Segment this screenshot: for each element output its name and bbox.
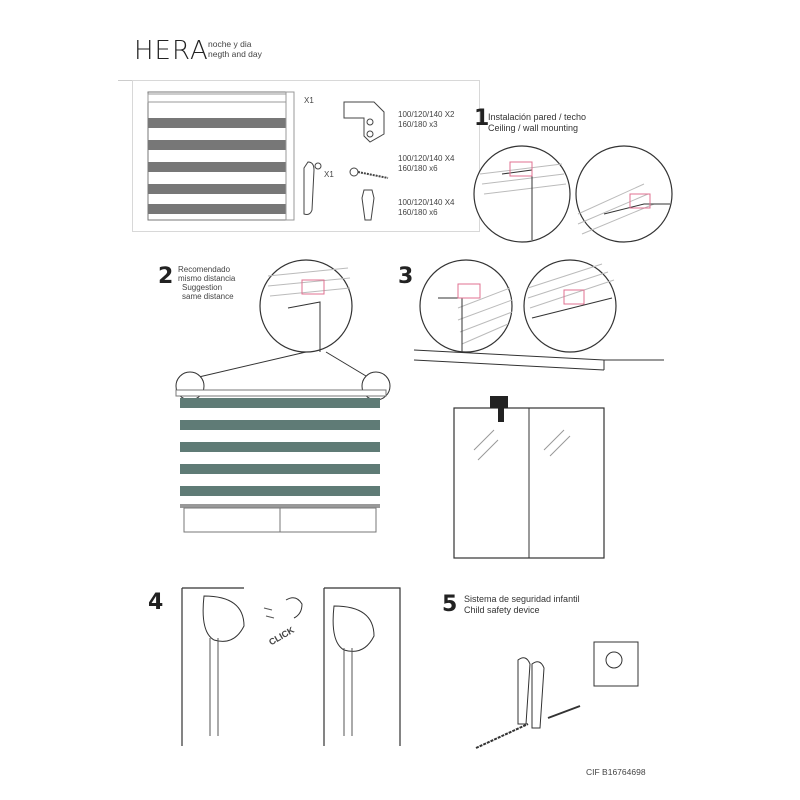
step-2-text-2: mismo distancia [178,274,235,283]
step-2-bracket-detail [258,258,354,354]
blind-qty: X1 [304,96,314,105]
step-2-blind-illustration [166,366,396,546]
step-3-window-illustration [414,350,664,580]
bracket-qty-line2: 160/180 x3 [398,120,438,129]
screw-icon [350,166,390,182]
plug-qty-line1: 100/120/140 X4 [398,198,455,207]
step-3-number: 3 [398,264,413,289]
bracket-icon [340,92,390,148]
step-3-ceiling-detail [522,258,618,354]
subtitle-en: negth and day [208,50,262,59]
step-5-safety-illustration [468,620,668,760]
step-1-ceiling-detail [574,144,674,244]
subtitle-es: noche y dia [208,40,251,49]
step-2-text-1: Recomendado [178,265,230,274]
step-5-text-en: Child safety device [464,605,540,616]
step-1-wall-detail [472,144,572,244]
step-1-text-es: Instalación pared / techo [488,112,586,123]
step-1-text-en: Ceiling / wall mounting [488,123,578,134]
instruction-sheet: HERA noche y dia negth and day X1 X1 100… [118,20,688,780]
company-cif: CIF B16764698 [586,768,646,777]
wall-plug-icon [358,188,378,224]
safety-clip-icon [300,160,326,220]
step-4-clip-illustration [174,586,414,746]
safety-qty: X1 [324,170,334,179]
step-5-number: 5 [442,592,457,617]
step-4-number: 4 [148,590,163,615]
step-3-wall-detail [418,258,514,354]
step-5-text-es: Sistema de seguridad infantil [464,594,580,605]
brand-title: HERA [134,36,209,66]
step-2-number: 2 [158,264,173,289]
step-2-text-4: same distance [182,292,234,301]
screw-qty-line2: 160/180 x6 [398,164,438,173]
plug-qty-line2: 160/180 x6 [398,208,438,217]
step-2-text-3: Suggestion [182,283,222,292]
bracket-qty-line1: 100/120/140 X2 [398,110,455,119]
blind-parts-illustration [148,92,298,222]
screw-qty-line1: 100/120/140 X4 [398,154,455,163]
